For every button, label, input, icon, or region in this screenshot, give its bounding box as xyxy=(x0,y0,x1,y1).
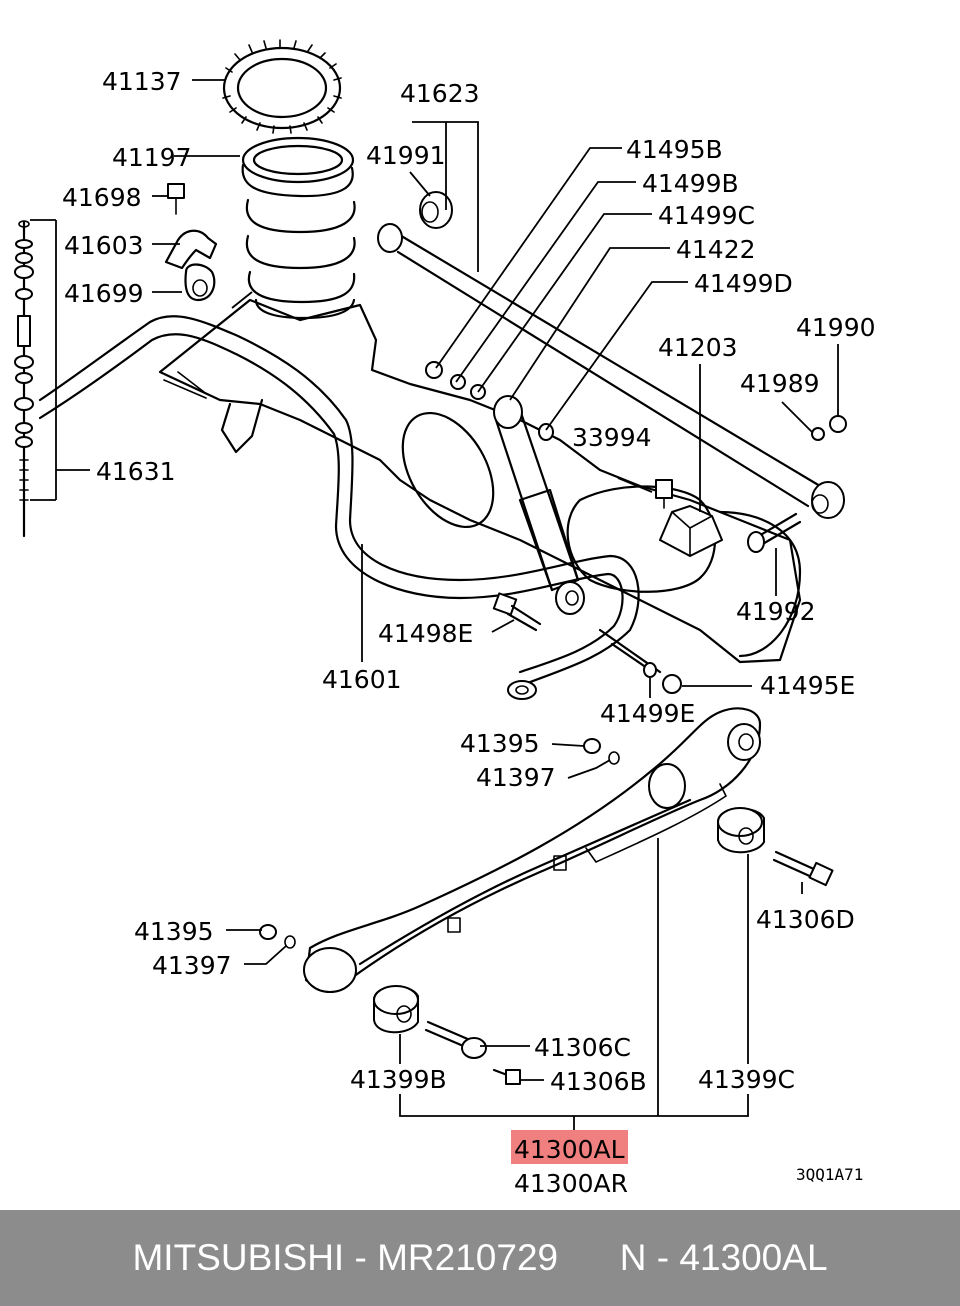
label-41991: 41991 xyxy=(366,141,446,170)
label-41137: 41137 xyxy=(102,67,182,96)
label-41395-upper: 41395 xyxy=(460,729,540,758)
label-41631: 41631 xyxy=(96,457,176,486)
leader-lines xyxy=(30,79,839,1132)
label-41498e: 41498E xyxy=(378,619,473,648)
label-41623: 41623 xyxy=(400,79,480,108)
label-41399c: 41399C xyxy=(698,1065,795,1094)
label-41197: 41197 xyxy=(112,143,192,172)
label-41397-upper: 41397 xyxy=(476,763,556,792)
lower-arm-bushings-drawing xyxy=(259,738,834,1085)
label-41300al: 41300AL xyxy=(514,1135,625,1164)
label-41422: 41422 xyxy=(676,235,756,264)
label-41698: 41698 xyxy=(62,183,142,212)
clamp-bushing-drawing xyxy=(164,183,218,302)
nuts-washers-drawing xyxy=(425,361,847,694)
label-41989: 41989 xyxy=(740,369,820,398)
label-41203: 41203 xyxy=(658,333,738,362)
parts-diagram: 41137 41197 41698 41603 41699 41631 4162… xyxy=(14,39,876,1198)
bump-stopper-drawing xyxy=(655,479,723,557)
spring-seat-drawing xyxy=(222,39,342,134)
diagram-code: 3QQ1A71 xyxy=(796,1165,863,1184)
label-41495b: 41495B xyxy=(626,135,723,164)
label-41306d: 41306D xyxy=(756,905,855,934)
label-41499b: 41499B xyxy=(642,169,739,198)
label-41306b: 41306B xyxy=(550,1067,647,1096)
label-41990: 41990 xyxy=(796,313,876,342)
label-41306c: 41306C xyxy=(534,1033,631,1062)
label-41395-lower: 41395 xyxy=(134,917,214,946)
upper-link-drawing xyxy=(377,191,845,519)
bolt-41498e-drawing xyxy=(492,592,542,632)
label-41397-lower: 41397 xyxy=(152,951,232,980)
stabilizer-bar-drawing xyxy=(38,315,640,700)
footer-text: MITSUBISHI - MR210729 N - 41300AL xyxy=(132,1237,828,1278)
part-number-highlight xyxy=(511,1130,628,1164)
axle-housing-drawing xyxy=(158,298,802,674)
bolt-41992-drawing xyxy=(747,512,802,553)
coil-spring-drawing xyxy=(241,136,356,320)
stabilizer-link-drawing xyxy=(14,220,34,538)
label-41499c: 41499C xyxy=(658,201,755,230)
label-41499e: 41499E xyxy=(600,699,695,728)
footer-bar: MITSUBISHI - MR210729 N - 41300AL xyxy=(0,1210,960,1306)
label-41699: 41699 xyxy=(64,279,144,308)
label-41495e: 41495E xyxy=(760,671,855,700)
shock-absorber-drawing xyxy=(493,395,585,615)
label-41399b: 41399B xyxy=(350,1065,447,1094)
label-41603: 41603 xyxy=(64,231,144,260)
label-41601: 41601 xyxy=(322,665,402,694)
label-41499d: 41499D xyxy=(694,269,793,298)
label-41300ar: 41300AR xyxy=(514,1169,628,1198)
part-labels: 41137 41197 41698 41603 41699 41631 4162… xyxy=(62,67,876,1198)
label-33994: 33994 xyxy=(572,423,652,452)
lower-arm-drawing xyxy=(303,707,762,993)
label-41992: 41992 xyxy=(736,597,816,626)
